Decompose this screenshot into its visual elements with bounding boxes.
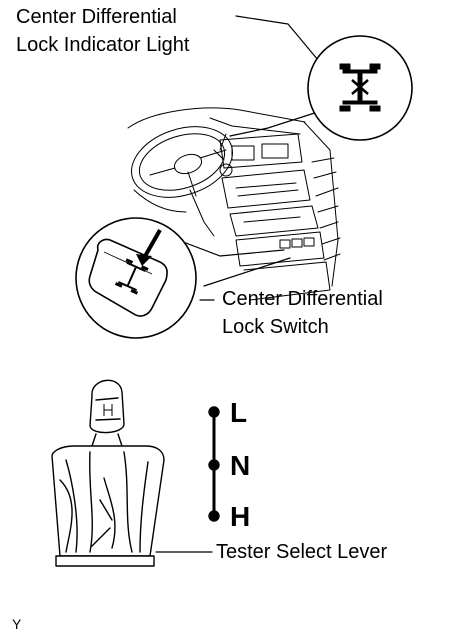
- position-scale: [209, 407, 219, 521]
- position-label-h: H: [230, 501, 251, 532]
- switch-label-line2: Lock Switch: [222, 316, 329, 338]
- tester-select-lever-label: Tester Select Lever: [216, 541, 388, 563]
- switch-pointer-line: [178, 240, 284, 256]
- center-differential-lock-icon: [340, 64, 380, 111]
- press-arrow-icon: [136, 230, 160, 266]
- dashboard-sketch: [122, 108, 340, 300]
- position-label-l: L: [230, 397, 248, 428]
- figure-code: Y: [12, 616, 22, 632]
- indicator-label-line1: Center Differential: [16, 6, 177, 28]
- switch-label-line1: Center Differential: [222, 288, 383, 310]
- indicator-leader-line: [236, 16, 318, 60]
- center-differential-lock-switch-icon: [89, 230, 167, 316]
- indicator-pointer-line: [230, 110, 324, 136]
- knob-shift-pattern-icon: [104, 404, 112, 416]
- position-dot-h: [209, 511, 219, 521]
- position-dot-n: [209, 460, 219, 470]
- position-dot-l: [209, 407, 219, 417]
- select-lever: [52, 380, 164, 566]
- position-label-n: N: [230, 450, 251, 481]
- indicator-label-line2: Lock Indicator Light: [16, 34, 190, 56]
